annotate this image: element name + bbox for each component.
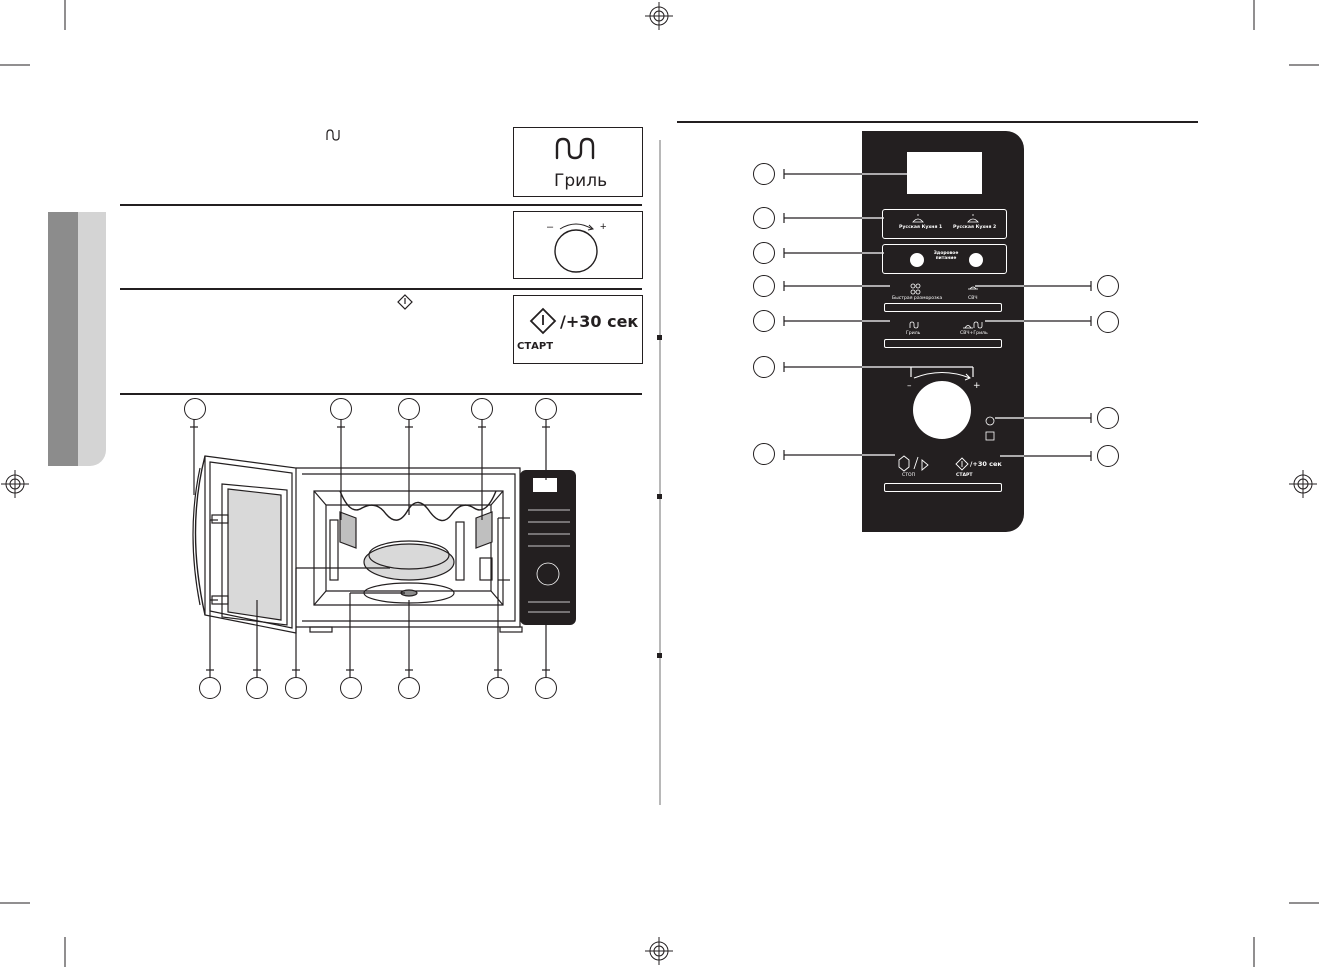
callout-marker xyxy=(535,677,557,699)
callout-marker xyxy=(753,242,775,264)
callout-marker xyxy=(330,398,352,420)
dial-minus: – xyxy=(547,221,554,233)
control-panel: Русская Кухня 1 Русская Кухня 2 Здоровое… xyxy=(862,131,1024,532)
start-diamond-icon xyxy=(529,307,557,335)
dial-icon xyxy=(554,223,598,273)
start-label: СТАРТ xyxy=(517,341,554,352)
column-divider xyxy=(659,140,661,805)
healthy-icons xyxy=(910,253,983,267)
callout-marker xyxy=(753,310,775,332)
auto-cook-icon xyxy=(912,214,979,223)
section-separator xyxy=(120,393,642,395)
grill-wave-icon xyxy=(555,137,595,160)
step-separator xyxy=(120,204,642,206)
healthy-button[interactable]: Здоровое питание xyxy=(933,251,959,261)
callout-marker xyxy=(1097,407,1119,429)
button-bar xyxy=(884,339,1002,348)
defrost-icon xyxy=(910,283,978,295)
callout-marker xyxy=(753,207,775,229)
button-bar xyxy=(884,483,1002,492)
grill-button[interactable]: Гриль xyxy=(906,331,921,336)
grill-button-illustration: Гриль xyxy=(513,127,643,197)
callout-marker xyxy=(471,398,493,420)
grill-combi-icons xyxy=(909,321,983,329)
auto-cook-1-button[interactable]: Русская Кухня 1 xyxy=(899,225,943,230)
callout-marker xyxy=(535,398,557,420)
dial-plus: + xyxy=(600,221,607,233)
callout-marker xyxy=(1097,311,1119,333)
callout-marker xyxy=(487,677,509,699)
callout-marker xyxy=(285,677,307,699)
callout-marker xyxy=(184,398,206,420)
callout-marker xyxy=(753,275,775,297)
callout-marker xyxy=(753,163,775,185)
healthy-group: Здоровое питание xyxy=(882,244,1007,274)
dial-minus-label: – xyxy=(907,381,912,391)
stop-button[interactable]: СТОП xyxy=(902,473,916,478)
callout-marker xyxy=(398,677,420,699)
display-window xyxy=(907,152,982,194)
callout-marker xyxy=(199,677,221,699)
auto-cook-group: Русская Кухня 1 Русская Кухня 2 xyxy=(882,209,1007,239)
callout-marker xyxy=(246,677,268,699)
combi-button[interactable]: СВЧ+Гриль xyxy=(960,331,988,336)
grill-label: Гриль xyxy=(554,171,608,191)
divider-marker xyxy=(657,335,662,340)
dial-illustration: – + xyxy=(513,211,643,279)
divider-marker xyxy=(657,494,662,499)
callout-marker xyxy=(340,677,362,699)
stop-start-icons xyxy=(898,455,969,472)
step-separator xyxy=(120,288,642,290)
microwave-button[interactable]: СВЧ xyxy=(968,296,978,301)
callout-marker xyxy=(753,443,775,465)
panel-section-rule xyxy=(677,121,1198,123)
callout-marker xyxy=(1097,275,1119,297)
start-sub-label: СТАРТ xyxy=(956,473,973,478)
button-bar xyxy=(884,303,1002,312)
plus-30-label: /+30 сек xyxy=(560,312,639,331)
auto-cook-2-button[interactable]: Русская Кухня 2 xyxy=(953,225,997,230)
chapter-tab-shade xyxy=(78,212,106,466)
defrost-button[interactable]: Быстрая разморозка xyxy=(892,296,943,301)
dial-plus-label: + xyxy=(973,381,981,391)
dial-knob[interactable] xyxy=(862,131,1024,532)
divider-marker xyxy=(657,653,662,658)
callout-marker xyxy=(1097,445,1119,467)
callout-marker xyxy=(753,356,775,378)
start-button-illustration: /+30 сек СТАРТ xyxy=(513,295,643,364)
callout-marker xyxy=(398,398,420,420)
chapter-tab xyxy=(48,212,78,466)
start-button[interactable]: /+30 сек xyxy=(970,460,1002,468)
